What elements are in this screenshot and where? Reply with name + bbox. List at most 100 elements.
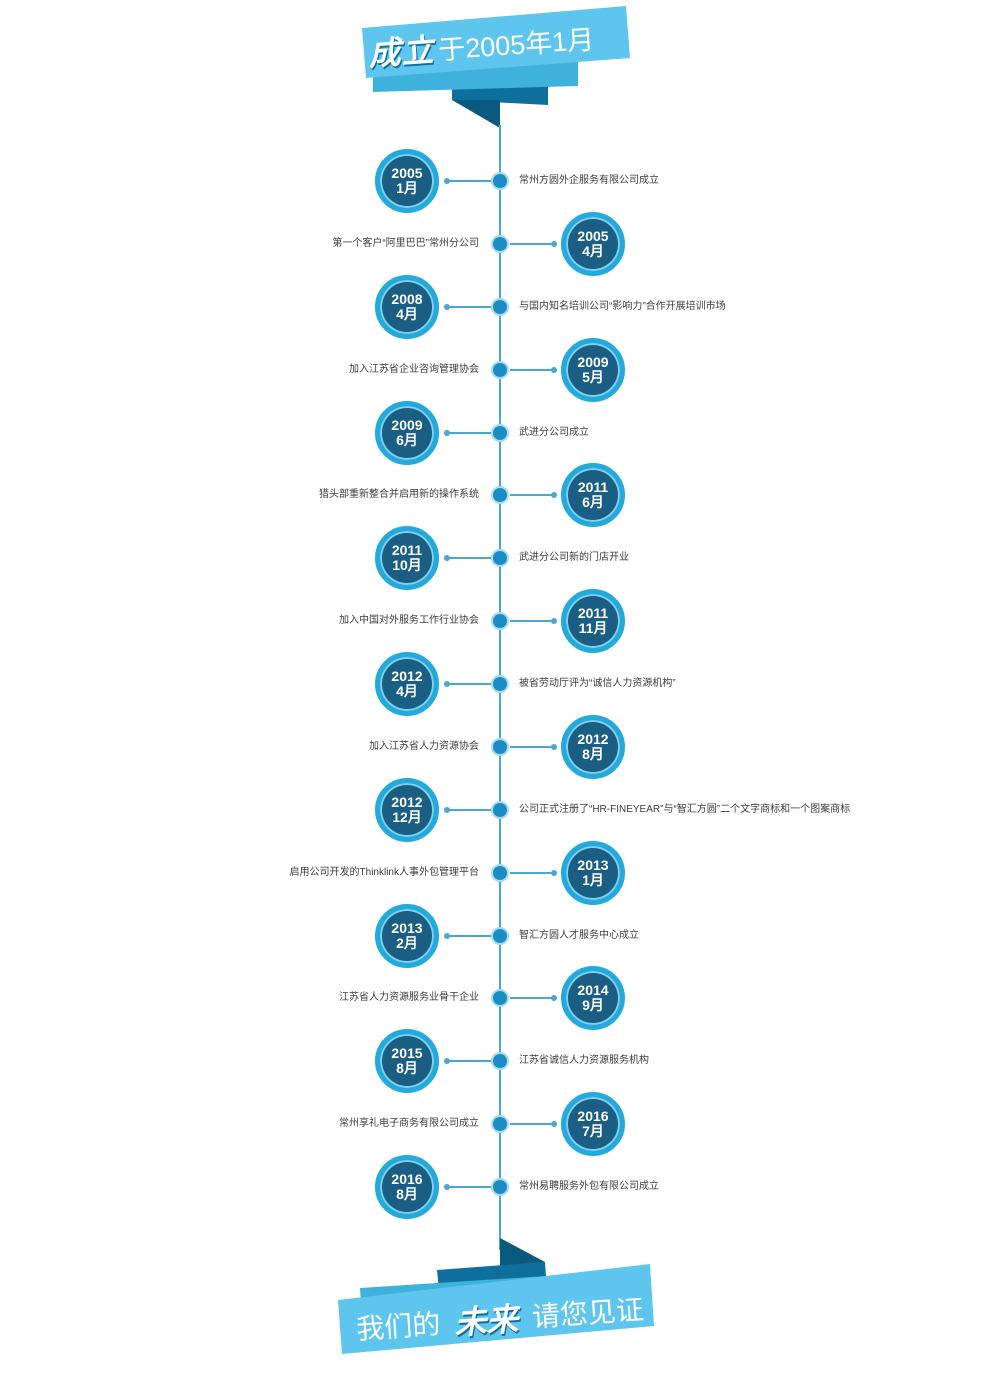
founding-title-date: 于2005年1月 bbox=[437, 24, 596, 65]
event-description: 公司正式注册了“HR-FINEYEAR”与“智汇方圆”二个文字商标和一个图案商标 bbox=[519, 804, 851, 815]
date-badge-year: 2011 bbox=[577, 479, 609, 495]
event-connector bbox=[510, 241, 557, 247]
date-badge-month: 8月 bbox=[396, 1186, 418, 1202]
event-description: 常州享礼电子商务有限公司成立 bbox=[339, 1118, 479, 1129]
date-badge-year: 2008 bbox=[391, 291, 423, 307]
date-badge-month: 9月 bbox=[582, 997, 604, 1013]
event-connector bbox=[444, 555, 491, 561]
event-connector bbox=[444, 178, 491, 184]
event-description: 江苏省诚信人力资源服务机构 bbox=[519, 1055, 649, 1066]
date-badge-month: 8月 bbox=[396, 1060, 418, 1076]
date-badge-month: 4月 bbox=[396, 683, 418, 699]
date-badge-year: 2012 bbox=[391, 794, 423, 810]
timeline-node-icon bbox=[491, 172, 509, 190]
timeline-node-icon bbox=[491, 989, 509, 1007]
event-description: 加入江苏省人力资源协会 bbox=[369, 741, 479, 752]
event-description: 与国内知名培训公司“影响力”合作开展培训市场 bbox=[519, 301, 726, 312]
event-description: 加入中国对外服务工作行业协会 bbox=[339, 615, 479, 626]
event-description: 加入江苏省企业咨询管理协会 bbox=[349, 364, 479, 375]
bottom-ribbon-banner: 我们的 未来 请您见证 bbox=[0, 1230, 1000, 1370]
event-description: 第一个客户“阿里巴巴”常州分公司 bbox=[332, 238, 479, 249]
event-connector bbox=[444, 933, 491, 939]
date-badge-year: 2016 bbox=[391, 1171, 423, 1187]
date-badge-year: 2013 bbox=[391, 920, 423, 936]
timeline-node-icon bbox=[491, 864, 509, 882]
bottom-ribbon-shape bbox=[338, 1238, 654, 1354]
timeline-node-icon bbox=[491, 1178, 509, 1196]
event-connector bbox=[444, 1058, 491, 1064]
date-badge-year: 2005 bbox=[391, 165, 423, 181]
event-description: 猎头部重新整合并启用新的操作系统 bbox=[319, 489, 479, 500]
timeline-node-icon bbox=[491, 235, 509, 253]
timeline-node-icon bbox=[491, 298, 509, 316]
event-description: 武进分公司成立 bbox=[519, 427, 589, 438]
event-description: 江苏省人力资源服务业骨干企业 bbox=[339, 992, 479, 1003]
date-badge-year: 2011 bbox=[577, 605, 609, 621]
slogan-before: 我们的 bbox=[355, 1308, 442, 1346]
timeline-node-icon bbox=[491, 549, 509, 567]
date-badge-year: 2012 bbox=[577, 731, 609, 747]
date-badge-month: 4月 bbox=[396, 306, 418, 322]
date-badge-month: 8月 bbox=[582, 746, 604, 762]
date-badge-year: 2015 bbox=[391, 1045, 423, 1061]
date-badge-month: 12月 bbox=[392, 809, 422, 825]
event-connector bbox=[444, 681, 491, 687]
slogan-emphasis: 未来 bbox=[452, 1299, 520, 1343]
date-badge-month: 1月 bbox=[582, 872, 604, 888]
date-badge-year: 2014 bbox=[577, 982, 609, 998]
event-description: 武进分公司新的门店开业 bbox=[519, 552, 629, 563]
date-badge-month: 1月 bbox=[396, 180, 418, 196]
timeline-node-icon bbox=[491, 424, 509, 442]
date-badge-year: 2012 bbox=[391, 668, 423, 684]
date-badge-year: 2011 bbox=[391, 542, 423, 558]
date-badge-month: 11月 bbox=[578, 620, 608, 636]
timeline-node-icon bbox=[491, 738, 509, 756]
timeline-node-icon bbox=[491, 612, 509, 630]
date-badge-month: 4月 bbox=[582, 243, 604, 259]
timeline-node-icon bbox=[491, 927, 509, 945]
slogan-after: 请您见证 bbox=[530, 1293, 645, 1333]
event-connector bbox=[510, 870, 557, 876]
date-badge-year: 2009 bbox=[577, 354, 609, 370]
top-ribbon-banner: 成立 于2005年1月 bbox=[0, 0, 1000, 135]
event-connector bbox=[510, 1121, 557, 1127]
timeline-node-icon bbox=[491, 361, 509, 379]
event-connector bbox=[444, 304, 491, 310]
date-badge-year: 2009 bbox=[391, 417, 423, 433]
event-description: 被省劳动厅评为“诚信人力资源机构” bbox=[519, 678, 676, 689]
event-description: 启用公司开发的Thinklink人事外包管理平台 bbox=[289, 867, 479, 878]
event-connector bbox=[510, 367, 557, 373]
founding-title-emphasis: 成立 bbox=[367, 30, 436, 74]
event-connector bbox=[510, 744, 557, 750]
timeline-node-icon bbox=[491, 486, 509, 504]
date-badge-month: 6月 bbox=[396, 432, 418, 448]
event-connector bbox=[510, 995, 557, 1001]
date-badge-month: 7月 bbox=[582, 1123, 604, 1139]
event-connector bbox=[444, 1184, 491, 1190]
timeline-node-icon bbox=[491, 801, 509, 819]
event-description: 常州易聘服务外包有限公司成立 bbox=[519, 1181, 659, 1192]
timeline-node-icon bbox=[491, 1052, 509, 1070]
date-badge-year: 2005 bbox=[577, 228, 609, 244]
date-badge-year: 2016 bbox=[577, 1108, 609, 1124]
event-description: 常州方圆外企服务有限公司成立 bbox=[519, 175, 659, 186]
date-badge-month: 10月 bbox=[392, 557, 422, 573]
date-badge-month: 2月 bbox=[396, 935, 418, 951]
event-connector bbox=[510, 492, 557, 498]
